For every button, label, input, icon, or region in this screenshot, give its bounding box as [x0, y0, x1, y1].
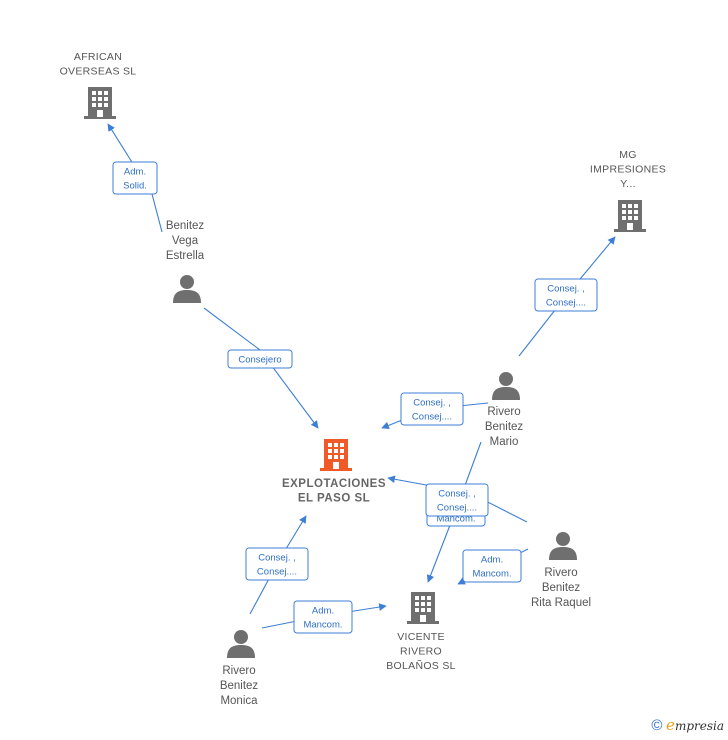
edge-benitez_vega-to-african: Adm. Solid.: [107, 123, 163, 233]
edge-label-text: Consej....: [412, 412, 452, 423]
edge-label-text: Consej. ,: [547, 284, 585, 295]
edge-label-text: Consej....: [437, 503, 477, 514]
copyright-icon: ©: [651, 717, 663, 734]
edge-benitez_vega-to-explotaciones: Consejero: [203, 307, 319, 429]
edge-label-text: Mancom.: [303, 620, 342, 631]
building-icon: [84, 87, 116, 119]
node-label: Rivero: [544, 567, 577, 579]
edge-label[interactable]: Adm. Solid.: [112, 161, 158, 195]
edge-label-text: Consej. ,: [438, 489, 476, 500]
edge-label-text: Mancom.: [472, 569, 511, 580]
edge-label[interactable]: Consej. , Consej....: [534, 278, 598, 312]
node-label: AFRICAN: [74, 51, 122, 63]
node-label: Y...: [620, 178, 636, 190]
node-label: EXPLOTACIONES: [282, 478, 386, 490]
edge-label-box: [534, 278, 598, 312]
node-label: Vega: [172, 235, 199, 247]
node-label: Benitez: [166, 220, 205, 232]
person-icon: [227, 630, 255, 658]
node-label: Monica: [220, 695, 258, 707]
node-label: Rivero: [487, 406, 520, 418]
edge-rivero_mario-to-explotaciones: Consej. , Consej....: [381, 392, 489, 430]
edge-label-text: Consej....: [257, 567, 297, 578]
node-label: BOLAÑOS SL: [386, 659, 456, 672]
edge-label[interactable]: Consej. , Consej....: [400, 392, 464, 426]
edge-label-text: Consej. ,: [413, 398, 451, 409]
nodes-layer: AFRICAN OVERSEAS SL MG IMPRESIONES Y... EXPLO…: [60, 51, 666, 707]
node-label: Rivero: [222, 665, 255, 677]
node-label: Benitez: [542, 582, 581, 594]
edge-rivero_rita-to-explotaciones: Consej. , Consej....: [387, 475, 528, 523]
edge-label-text: Consej....: [546, 298, 586, 309]
edge-rivero_monica-to-explotaciones: Consej. , Consej....: [245, 515, 309, 615]
brand-logo: empresia: [666, 716, 724, 734]
edge-label-box: [112, 161, 158, 195]
edge-label-text: Consejero: [238, 355, 281, 366]
person-icon: [173, 275, 201, 303]
node-african[interactable]: AFRICAN OVERSEAS SL: [60, 51, 137, 119]
node-label: OVERSEAS SL: [60, 66, 137, 78]
node-mg[interactable]: MG IMPRESIONES Y...: [590, 149, 666, 232]
edge-label-text: Adm.: [312, 606, 334, 617]
edge-label-box: [245, 547, 309, 581]
person-icon: [549, 532, 577, 560]
footer-brand: © empresia: [651, 716, 724, 734]
edge-label-box: [425, 483, 489, 517]
node-label: VICENTE: [397, 631, 445, 643]
node-label: Benitez: [485, 421, 524, 433]
edge-rivero_rita-to-vicente: Adm. Mancom.: [457, 548, 529, 585]
edge-rivero_monica-to-vicente: Adm. Mancom.: [261, 600, 387, 634]
edge-label-text: Mancom.: [436, 514, 475, 525]
building-icon: [407, 592, 439, 624]
edge-label-text: Solid.: [123, 181, 147, 192]
edge-label-text: Consej. ,: [258, 553, 296, 564]
edge-label-text: Adm.: [124, 167, 146, 178]
edge-label-box: [227, 349, 293, 369]
edge-rivero_mario-to-mg: Consej. , Consej....: [518, 236, 616, 357]
node-label: IMPRESIONES: [590, 164, 666, 176]
edge-label[interactable]: Consej. , Consej....: [425, 483, 489, 517]
node-label: EL PASO SL: [298, 493, 370, 505]
edge-label[interactable]: Consejero: [227, 349, 293, 369]
node-label: MG: [619, 149, 637, 161]
edge-label[interactable]: Adm. Mancom.: [462, 549, 522, 583]
edge-label[interactable]: Consej. , Consej....: [245, 547, 309, 581]
building-icon: [614, 200, 646, 232]
node-explotaciones[interactable]: EXPLOTACIONES EL PASO SL: [282, 439, 386, 505]
edge-label-text: Adm.: [481, 555, 503, 566]
node-label: Benitez: [220, 680, 259, 692]
edge-label-box: [462, 549, 522, 583]
node-label: Mario: [490, 436, 519, 448]
node-label: Estrella: [166, 250, 205, 262]
edge-label[interactable]: Adm. Mancom.: [293, 600, 353, 634]
node-label: Rita Raquel: [531, 597, 591, 609]
edge-label-box: [293, 600, 353, 634]
person-icon: [492, 372, 520, 400]
node-label: RIVERO: [400, 646, 442, 658]
edge-label-box: [400, 392, 464, 426]
building-icon: [320, 439, 352, 471]
